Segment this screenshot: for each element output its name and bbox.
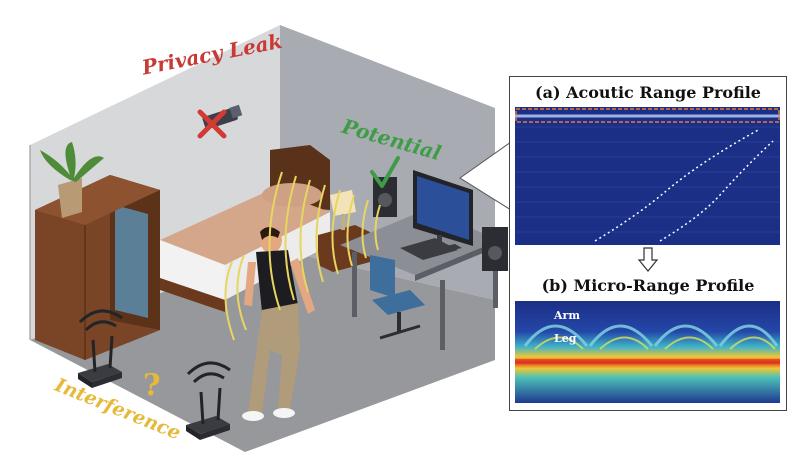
wifi-router-icon [78,309,123,388]
leg-label: Leg [554,332,577,345]
question-mark-icon: ? [143,368,161,403]
down-arrow-icon [638,247,658,272]
chair [370,255,425,340]
acoustic-range-profile-title: (a) Acoutic Range Profile [535,83,761,102]
walking-person [242,227,315,421]
wardrobe [35,175,160,360]
keyboard [400,238,458,260]
cross-icon [197,109,227,139]
micro-range-profile-image [515,301,780,403]
left-speaker [373,177,397,217]
acoustic-waves [224,171,381,341]
right-speaker [482,227,508,271]
range-profile-panel: (a) Acoutic Range Profile (b) Micro-Rang… [509,76,787,411]
potted-plant [40,142,104,218]
acoustic-range-profile-image [515,107,780,245]
reflection-trace-1 [594,128,761,242]
micro-range-profile-title: (b) Micro-Range Profile [541,276,755,295]
monitor [413,170,473,254]
arm-label: Arm [554,309,580,322]
wifi-router-icon [186,361,231,440]
reflection-trace-2 [659,140,774,242]
checkmark-icon [370,156,400,188]
